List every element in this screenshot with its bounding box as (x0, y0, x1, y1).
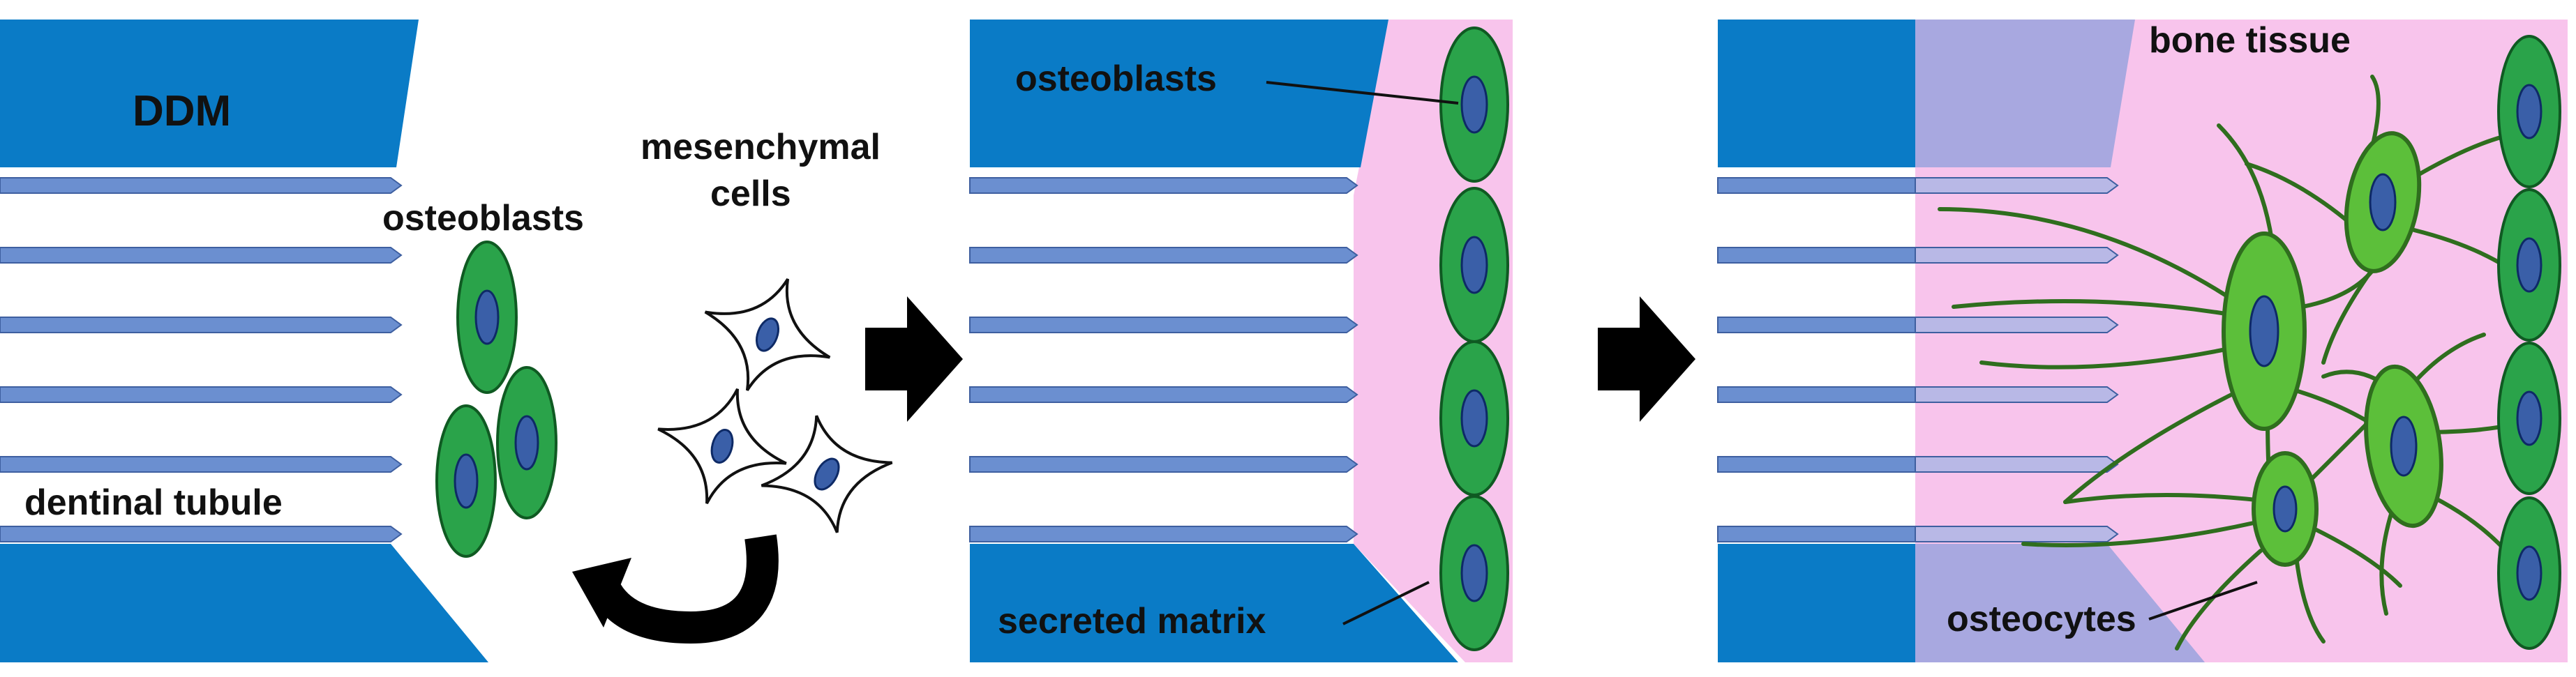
tubule (1717, 317, 1916, 333)
tubule (1717, 526, 1916, 542)
remodeled-ddm-top (1915, 20, 2135, 167)
dentinal-tubule-label: dentinal tubule (24, 482, 283, 523)
mesenchymal-cell (657, 388, 787, 505)
tubule (1915, 386, 2119, 403)
tubule (0, 247, 403, 264)
panel-3: bone tissue osteocytes (1717, 20, 2568, 662)
secreted-matrix-leader-line (1342, 581, 1430, 625)
right-arrow-icon (1598, 296, 1695, 422)
tubule (1717, 386, 1916, 403)
ddm-bottom-block (1718, 544, 1915, 662)
osteoblast-cell (2497, 342, 2561, 495)
osteoblasts-label: osteoblasts (1015, 59, 1217, 99)
tubule (1717, 247, 1916, 264)
osteoblast-cell (496, 366, 557, 519)
tubule (0, 456, 403, 473)
tubule (969, 456, 1358, 473)
ddm-bottom-block (0, 544, 488, 662)
osteoblast-cell (2497, 188, 2561, 342)
dentinal-tubules (0, 177, 403, 542)
osteoblast-cell (2497, 35, 2561, 188)
tubule (969, 247, 1358, 264)
osteoblast-cell (2497, 496, 2561, 650)
secreted-matrix-label: secreted matrix (998, 601, 1266, 641)
tubule (969, 177, 1358, 194)
osteoblast-cell (456, 241, 518, 394)
dentinal-tubules (969, 177, 1358, 542)
tubule (0, 386, 403, 403)
osteocyte-cell (2252, 451, 2319, 567)
bone-tissue-label: bone tissue (2149, 20, 2351, 61)
mesenchymal-cell (761, 415, 893, 533)
tubule (1915, 247, 2119, 264)
ddm-label: DDM (133, 87, 231, 135)
tubule (0, 317, 403, 333)
tubule (969, 386, 1358, 403)
osteoblast-cell (1439, 340, 1509, 496)
osteocyte-cell (2222, 231, 2307, 431)
ddm-bottom-block (970, 544, 1458, 662)
tubule (0, 177, 403, 194)
osteoblast-cell (435, 404, 497, 558)
curved-arrow-icon (572, 534, 779, 644)
osteoblast-cell (1439, 187, 1509, 343)
tubule (0, 526, 403, 542)
remodeled-ddm-bottom (1915, 544, 2205, 662)
ddm-top-block (0, 20, 419, 167)
panel-2: osteoblasts secreted matrix (969, 20, 1513, 662)
mesenchymal-label-line2: cells (710, 174, 791, 214)
tubule (1717, 456, 1916, 473)
osteoblast-cell (1439, 495, 1509, 651)
osteocyte-cell (2344, 131, 2422, 273)
osteoblasts-leader-line (1266, 81, 1459, 105)
tubule (969, 317, 1358, 333)
tubule (969, 526, 1358, 542)
osteocytes-label: osteocytes (1947, 599, 2136, 639)
dentinal-tubules (1717, 177, 2119, 542)
osteocytes-leader-line (2148, 581, 2258, 621)
ddm-top-block (1718, 20, 1915, 167)
tubule (1915, 317, 2119, 333)
osteoblasts-label: osteoblasts (382, 198, 584, 238)
mesenchymal-label-line1: mesenchymal (641, 127, 881, 167)
tubule (1915, 526, 2119, 542)
mesenchymal-cell (704, 278, 831, 391)
osteoblast-cell (1439, 26, 1509, 183)
tubule (1717, 177, 1916, 194)
panel-1: DDM dentinal tubule osteoblasts mesenchy… (0, 20, 893, 662)
tubule (1915, 177, 2119, 194)
right-arrow-icon (865, 296, 963, 422)
tubule (1915, 456, 2119, 473)
osteocyte-cell (2364, 364, 2443, 528)
ddm-top-block (970, 20, 1388, 167)
